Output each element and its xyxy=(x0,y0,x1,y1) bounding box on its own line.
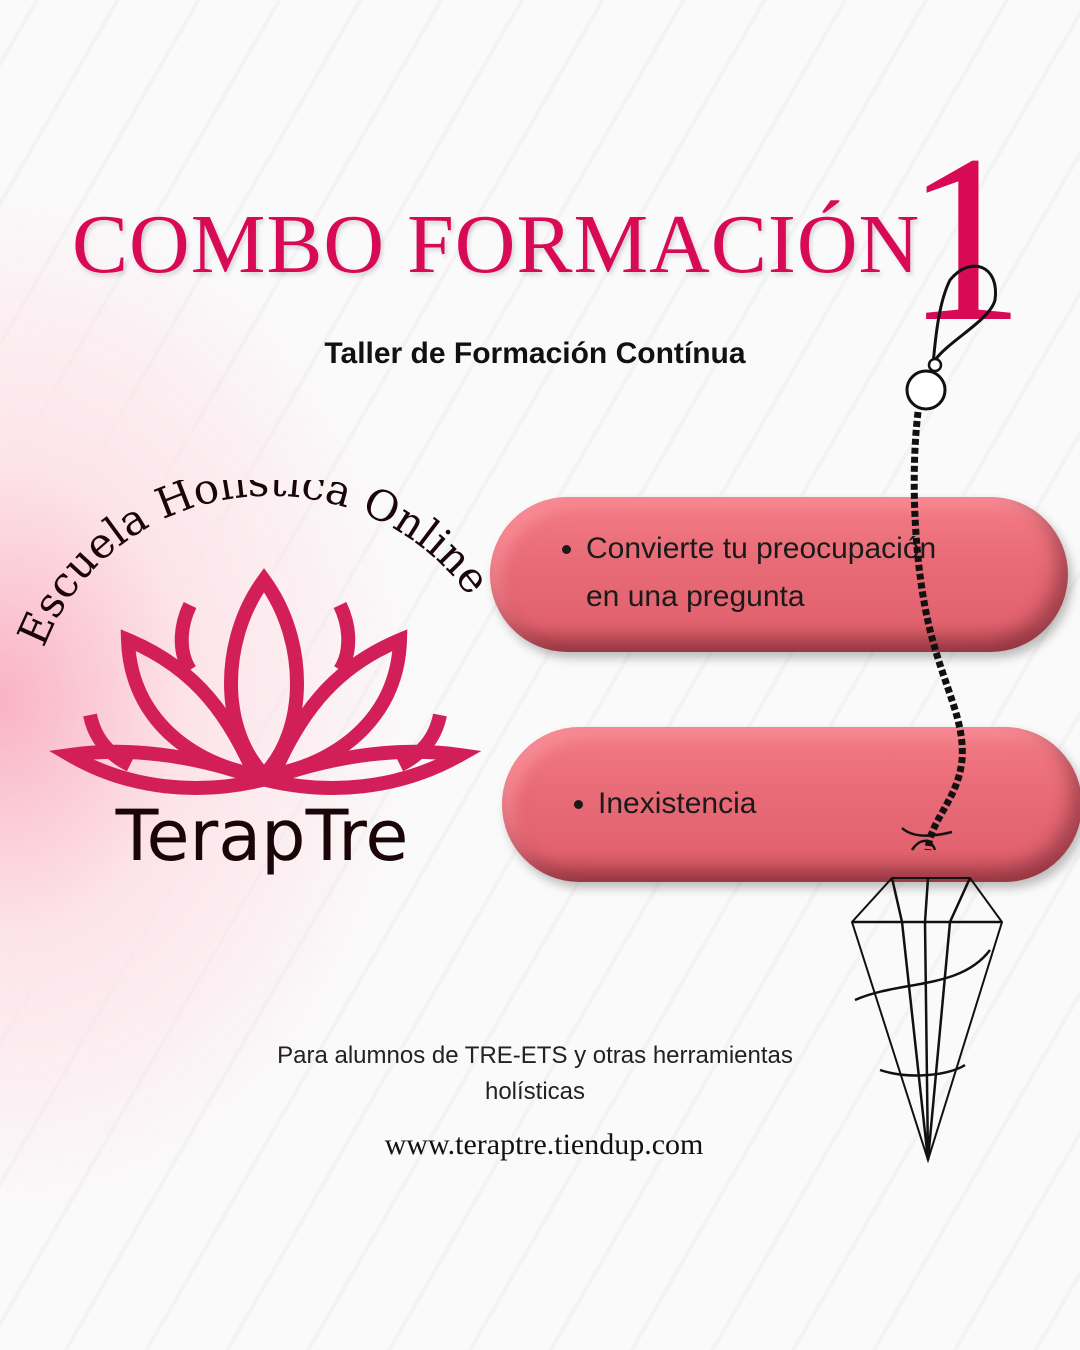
subtitle: Taller de Formación Contínua xyxy=(324,337,746,370)
logo-brand: TerapTre xyxy=(115,795,409,877)
audience-text: Para alumnos de TRE-ETS y otras herramie… xyxy=(277,1042,793,1105)
item-pill: Inexistencia xyxy=(502,727,1080,882)
logo: Escuela Holística Online TerapTre xyxy=(8,480,500,877)
item-text: Inexistencia xyxy=(598,780,1080,828)
website-link[interactable]: www.teraptre.tiendup.com xyxy=(384,1128,704,1161)
pendulum-icon xyxy=(850,264,1004,1164)
logo-arc-text: Escuela Holística Online xyxy=(8,480,500,653)
lotus-icon xyxy=(49,568,482,795)
page-title: COMBO FORMACIÓN xyxy=(72,198,921,291)
combo-number: 1 xyxy=(905,105,1025,371)
